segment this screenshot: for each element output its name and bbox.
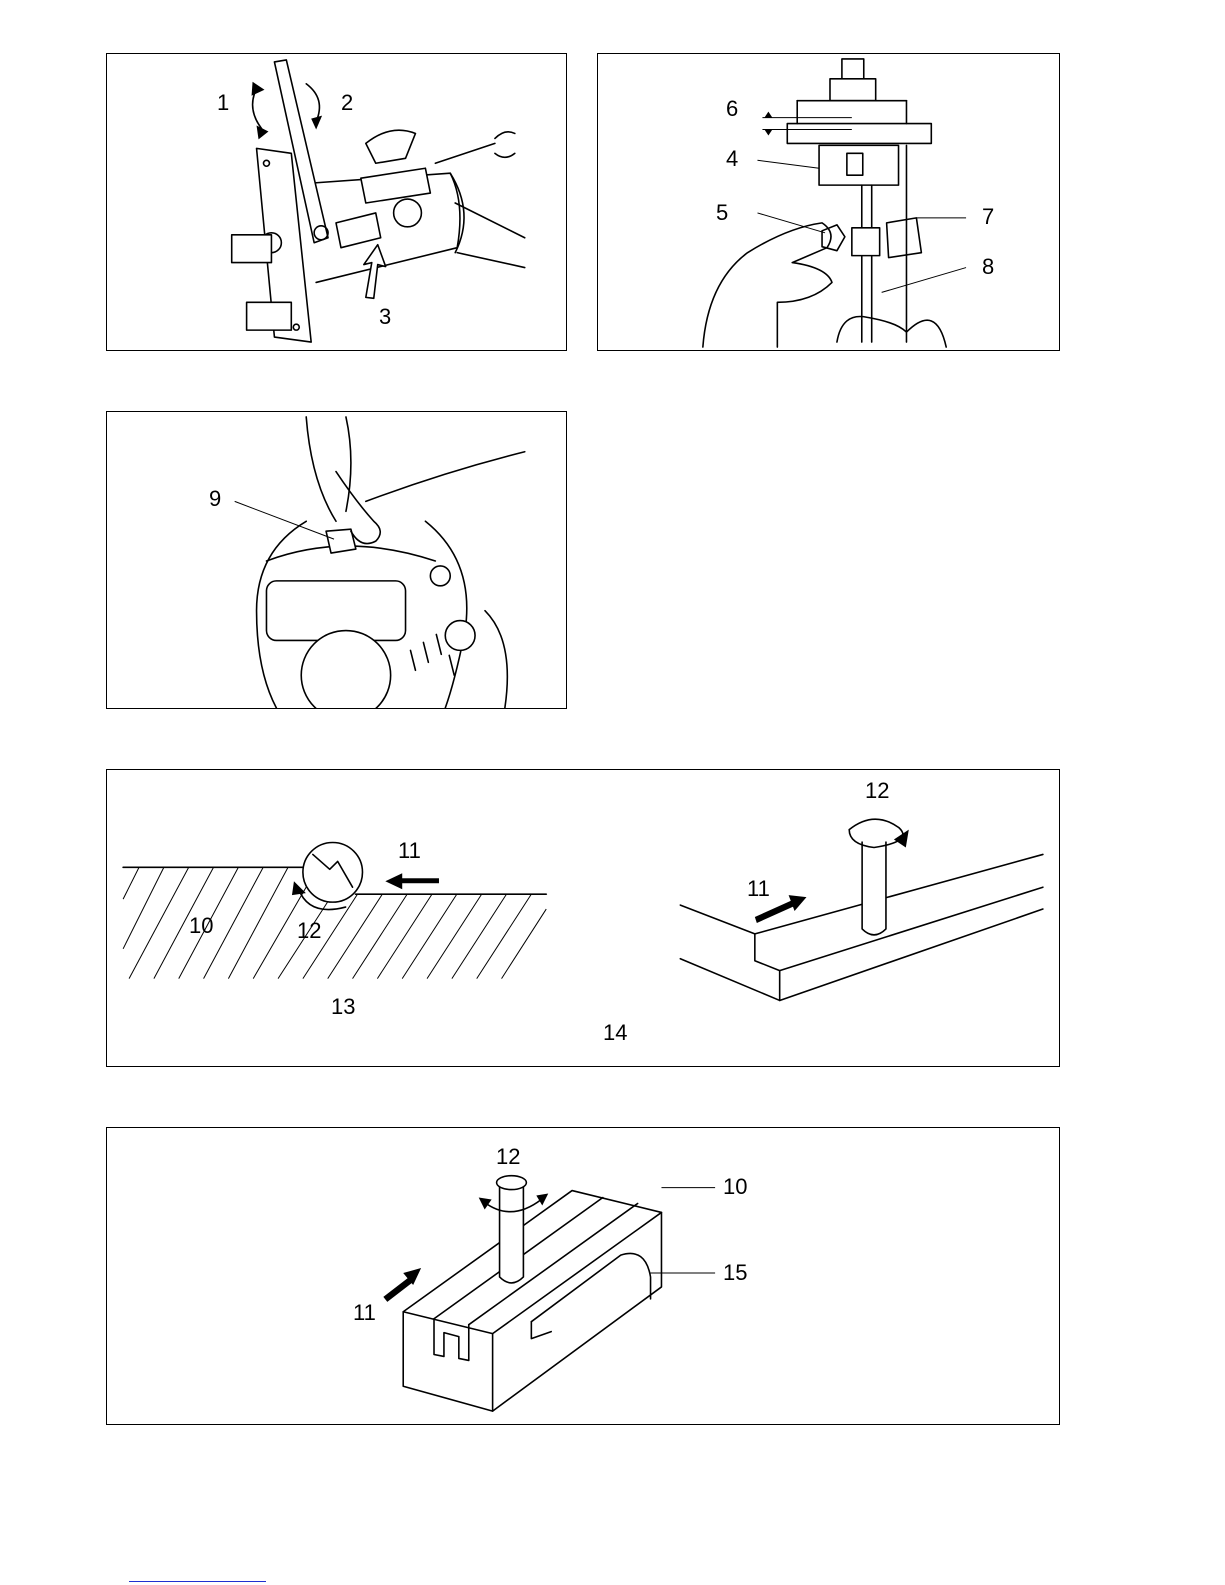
- callout-11-left: 11: [398, 840, 421, 862]
- callout-1: 1: [217, 92, 229, 114]
- callout-12-left: 12: [297, 920, 321, 942]
- figure-4-feed-direction: 11 10 12 13 14 12 11: [106, 769, 1060, 1067]
- figure-3-brush-cap: 9: [106, 411, 567, 709]
- callout-12: 12: [496, 1146, 520, 1168]
- callout-3: 3: [379, 306, 391, 328]
- callout-15: 15: [723, 1262, 747, 1284]
- callout-11-right: 11: [747, 878, 770, 900]
- callout-6: 6: [726, 98, 738, 120]
- figure-2-depth-adjustment: 6 4 5 7 8: [597, 53, 1060, 351]
- figure-1-lever-adjustment: 1 2 3: [106, 53, 567, 351]
- callout-8: 8: [982, 256, 994, 278]
- footer-link-underline: [129, 1581, 266, 1582]
- callout-12-right: 12: [865, 780, 889, 802]
- callout-9: 9: [209, 488, 221, 510]
- figure-4-drawing: [107, 770, 1059, 1066]
- callout-4: 4: [726, 148, 738, 170]
- callout-10: 10: [723, 1176, 747, 1198]
- figure-5-grooving: 12 10 15 11: [106, 1127, 1060, 1425]
- callout-13: 13: [331, 996, 355, 1018]
- figure-2-drawing: [598, 54, 1059, 350]
- figure-3-drawing: [107, 412, 566, 708]
- callout-14: 14: [603, 1022, 627, 1044]
- callout-2: 2: [341, 92, 353, 114]
- callout-10: 10: [189, 915, 213, 937]
- figure-1-drawing: [107, 54, 566, 350]
- callout-7: 7: [982, 206, 994, 228]
- callout-5: 5: [716, 202, 728, 224]
- figure-5-drawing: [107, 1128, 1059, 1424]
- callout-11: 11: [353, 1302, 376, 1324]
